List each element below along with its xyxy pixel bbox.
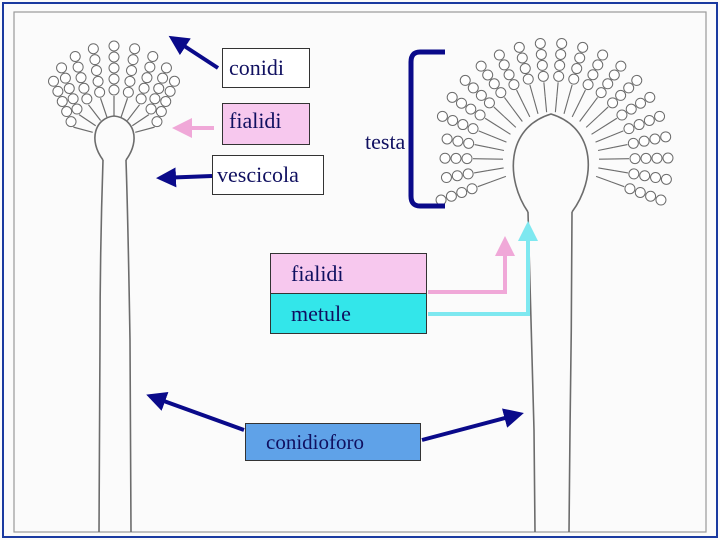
vescicola-label-text: vescicola (217, 162, 299, 187)
fialidi-top-label: fialidi (222, 103, 310, 145)
metule-arrow (428, 221, 538, 316)
conidioforo-right-arrow (421, 408, 524, 442)
metule-box-text: metule (291, 300, 351, 326)
left-conidiophore (47, 40, 181, 533)
photo-frame (13, 11, 707, 533)
testa-label-text: testa (365, 129, 406, 154)
right-conidiophore (435, 37, 674, 533)
fialidi-right-arrow (428, 236, 515, 294)
testa-label: testa (365, 129, 405, 155)
conidioforo-left-arrow (146, 392, 245, 432)
conidi-arrow (168, 35, 220, 70)
testa-bracket (408, 49, 445, 209)
conidioforo-label-text: conidioforo (266, 429, 364, 454)
fialidi-top-label-text: fialidi (229, 108, 282, 133)
conidioforo-label: conidioforo (245, 423, 421, 461)
fialidi-box: fialidi (270, 253, 427, 293)
fialidi-box-text: fialidi (291, 260, 344, 286)
conidi-label-text: conidi (229, 55, 284, 80)
metule-box: metule (270, 293, 427, 334)
vescicola-arrow (156, 167, 213, 188)
conidi-label: conidi (222, 48, 310, 88)
vescicola-label: vescicola (212, 155, 324, 195)
